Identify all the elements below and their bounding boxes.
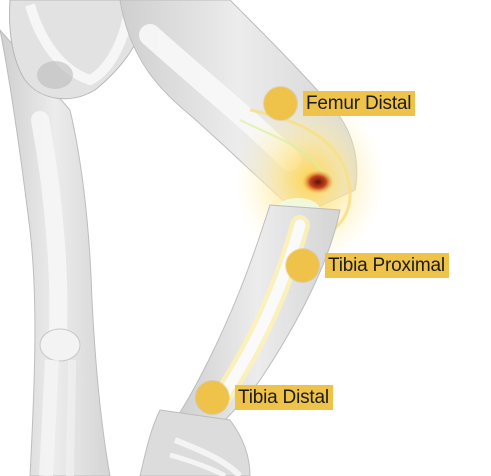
- marker-dot[interactable]: [196, 381, 229, 414]
- marker-label: Femur Distal: [303, 91, 415, 116]
- marker-label: Tibia Proximal: [325, 253, 449, 278]
- marker-dot[interactable]: [286, 249, 319, 282]
- marker-tibia-distal[interactable]: Tibia Distal: [196, 381, 333, 414]
- marker-femur-distal[interactable]: Femur Distal: [264, 87, 415, 120]
- marker-tibia-proximal[interactable]: Tibia Proximal: [286, 249, 449, 282]
- marker-label: Tibia Distal: [235, 385, 333, 410]
- marker-dot[interactable]: [264, 87, 297, 120]
